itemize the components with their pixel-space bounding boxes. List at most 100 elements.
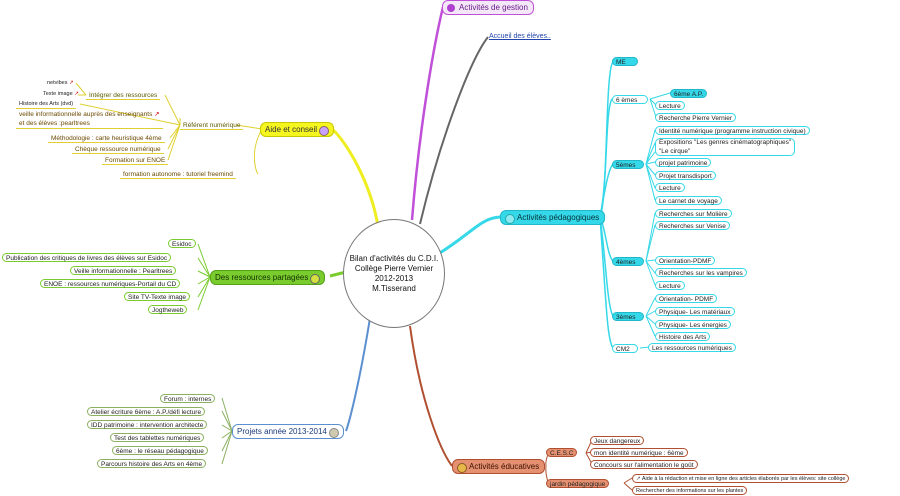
leaf-energies[interactable]: Physique- Les énergies [655,320,731,329]
leaf-label: Orientation-PDMF [659,258,712,265]
node-integrer-label: Intégrer des ressources [89,92,158,99]
leaf-materiaux[interactable]: Physique- Les matériaux [655,307,735,316]
center-line-4: M.Tisserand [372,283,416,293]
leaf-cheque[interactable]: Chèque ressource numérique [72,145,164,154]
leaf-label: Expositions "Les genres cinématographiqu… [659,139,792,146]
leaf-6eme-ap[interactable]: 6ème A.P. [670,89,708,98]
group-cm2[interactable]: CM2 [612,344,638,353]
branch-pedagogiques[interactable]: Activités pédagogiques [500,210,606,225]
leaf-identite-numerique[interactable]: Identité numérique (programme instructio… [655,126,810,135]
leaf-label: Lecture [659,103,681,110]
leaf-projet-patrimoine[interactable]: projet patrimoine [655,158,712,167]
leaf-label: Atelier écriture 6ème : A.P./défi lectur… [91,409,202,416]
leaf-moliere[interactable]: Recherches sur Molière [655,209,732,218]
branch-icon [310,274,321,284]
center-line-1: Bilan d'activités du C.D.I. [349,253,439,263]
leaf-plantes[interactable]: Rechercher des informations sur les plan… [632,486,748,495]
leaf-label: Recherches sur Molière [659,211,728,218]
leaf-texte-image[interactable]: Texte image ↗ [40,90,82,99]
leaf-methodologie[interactable]: Méthodologie : carte heuristique 4ème [48,134,165,143]
leaf-label: Méthodologie : carte heuristique 4ème [51,135,162,142]
leaf-label: Site TV-Texte image [128,294,187,301]
leaf-formation-enoe[interactable]: Formation sur ENOE [102,156,169,165]
leaf-label: 6ème A.P. [674,91,704,98]
leaf-label: 6ème : le réseau pédagogique [116,448,204,455]
leaf-carnet-voyage[interactable]: Le carnet de voyage [655,196,722,205]
node-referent[interactable]: Référent numérique [180,121,244,130]
node-cesc[interactable]: C.E.S.C [546,448,578,457]
leaf-lecture-5[interactable]: Lecture [655,183,685,192]
leaf-parcours-arts[interactable]: Parcours histoire des Arts en 4ème [97,459,207,468]
group-3emes[interactable]: 3èmes [612,312,644,321]
leaf-histoire-arts-dvd[interactable]: Histoire des Arts (dvd) [16,100,77,109]
leaf-publication-critiques[interactable]: Publication des critiques de livres des … [2,253,172,262]
leaf-enoe[interactable]: ENOE : ressources numériques-Portail du … [40,279,181,288]
leaf-netvibes[interactable]: netvibes ↗ [44,79,77,88]
branch-projets[interactable]: Projets année 2013-2014 [232,424,344,439]
leaf-label: Jeux dangereux [594,438,641,445]
leaf-label: Lecture [659,283,681,290]
leaf-concours[interactable]: Concours sur l'alimentation le goût [590,460,698,469]
node-integrer[interactable]: Intégrer des ressources [86,91,161,100]
leaf-ressources-numeriques[interactable]: Les ressources numériques [648,343,736,352]
leaf-forum[interactable]: Forum : internes [160,394,216,403]
leaf-site-tv[interactable]: Site TV-Texte image [124,292,191,301]
leaf-veille-pearltrees[interactable]: Veille informationnelle : Pearltrees [70,266,177,275]
branch-icon [328,428,339,438]
group-5emes[interactable]: 5èmes [612,160,644,169]
node-jardin-label: jardin pédagogique [550,481,606,488]
leaf-reseau[interactable]: 6ème : le réseau pédagogique [112,446,208,455]
branch-ressources[interactable]: Des ressources partagées [210,270,326,285]
leaf-formation-autonome[interactable]: formation autonome : tutoriel freemind [120,170,236,179]
center-line-2: Collège Pierre Vernier [354,263,434,273]
leaf-venise[interactable]: Recherches sur Venise [655,221,730,230]
group-6emes[interactable]: 6 èmes [612,95,648,104]
group-4emes[interactable]: 4èmes [612,257,644,266]
central-topic[interactable]: Bilan d'activités du C.D.I. Collège Pier… [343,219,445,328]
leaf-label: Le carnet de voyage [659,198,718,205]
leaf-jeux-dangereux[interactable]: Jeux dangereux [590,436,645,445]
leaf-identite-6[interactable]: mon identité numérique : 6ème [590,448,688,457]
leaf-veille-enseignants[interactable]: veille informationnelle auprès des ensei… [16,111,163,129]
note-icon: ↗ [636,476,641,482]
leaf-label: Histoire des Arts [659,334,707,341]
leaf-label: Chèque ressource numérique [75,146,161,153]
leaf-label: Parcours histoire des Arts en 4ème [101,461,203,468]
leaf-aide-redaction[interactable]: ↗ Aide à la rédaction et mise en ligne d… [632,474,850,483]
leaf-label: Publication des critiques de livres des … [6,255,168,262]
leaf-atelier-ecriture[interactable]: Atelier écriture 6ème : A.P./défi lectur… [87,407,206,416]
leaf-esidoc[interactable]: Esidoc [168,239,196,248]
group-cm2-label: CM2 [616,346,630,353]
leaf-label: Esidoc [172,241,192,248]
leaf-recherche-vernier[interactable]: Recherche Pierre Vernier [655,113,736,122]
leaf-label: Test des tablettes numériques [114,435,201,442]
leaf-label: formation autonome : tutoriel freemind [123,171,233,178]
group-me[interactable]: ME [612,57,638,66]
branch-accueil[interactable]: Accueil des élèves.. [486,32,554,41]
leaf-jogtheweb[interactable]: Jogtheweb [148,305,188,314]
branch-ressources-label: Des ressources partagées [215,273,309,282]
branch-aide[interactable]: Aide et conseil [260,122,335,137]
leaf-expositions[interactable]: Expositions "Les genres cinématographiqu… [655,138,796,156]
leaf-orientation-4[interactable]: Orientation-PDMF [655,256,716,265]
leaf-orientation-3[interactable]: Orientation- PDMF [655,294,718,303]
branch-educatives[interactable]: Activités éducatives [452,459,546,474]
branch-icon [319,126,330,136]
leaf-tablettes[interactable]: Test des tablettes numériques [110,433,205,442]
leaf-label: Rechercher des informations sur les plan… [636,488,744,494]
leaf-label: Physique- Les matériaux [659,309,731,316]
branch-gestion[interactable]: Activités de gestion [442,0,534,15]
leaf-transdisport[interactable]: Projet transdisport [655,171,716,180]
leaf-label: Les ressources numériques [652,345,732,352]
link-icon: ↗ [69,80,74,86]
leaf-label: mon identité numérique : 6ème [594,450,684,457]
leaf-histoire-arts-3[interactable]: Histoire des Arts [655,332,711,341]
leaf-idd-patrimoine[interactable]: IDD patrimoine : intervention architecte [87,420,208,429]
leaf-lecture-6[interactable]: Lecture [655,101,685,110]
branch-pedagogiques-label: Activités pédagogiques [517,213,600,222]
node-jardin[interactable]: jardin pédagogique [546,479,610,488]
leaf-vampires[interactable]: Recherches sur les vampires [655,268,747,277]
leaf-lecture-4[interactable]: Lecture [655,281,685,290]
link-icon: ↗ [74,91,79,97]
